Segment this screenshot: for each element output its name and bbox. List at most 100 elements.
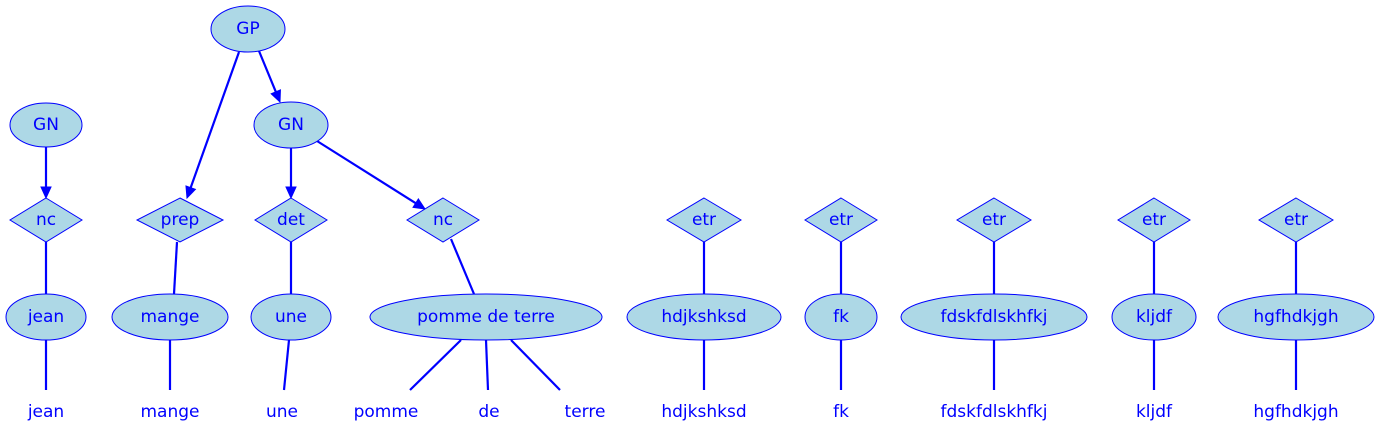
- diamond-node-shape: [406, 197, 480, 243]
- ellipse-node-shape: [111, 293, 229, 341]
- node-label: fdskfdlskhfkj: [940, 307, 1047, 327]
- node-etr1: etr: [666, 197, 742, 243]
- node-label: jean: [27, 307, 64, 327]
- node-nc2: nc: [406, 197, 480, 243]
- diamond-node-shape: [9, 197, 83, 243]
- node-label: pomme de terre: [417, 307, 555, 327]
- nodes-layer: GN nc jean GP prep mange GN det une nc pomme de te…: [5, 5, 1375, 341]
- ellipse-node-shape: [253, 101, 329, 149]
- ellipse-node-shape: [626, 293, 782, 341]
- ellipse-node-shape: [1111, 293, 1197, 341]
- node-label: det: [277, 210, 305, 230]
- edges-layer: [40, 50, 1298, 391]
- arrowhead-icon: [270, 89, 281, 104]
- edge-prep-mange_n: [172, 241, 179, 295]
- ellipse-node-shape: [804, 293, 878, 341]
- node-label: GN: [33, 115, 59, 135]
- word-de: de: [478, 402, 499, 422]
- node-etr2: etr: [804, 197, 878, 243]
- node-label: prep: [161, 210, 200, 230]
- node-gn2: GN: [253, 101, 329, 149]
- word-hdj: hdjkshksd: [661, 402, 746, 422]
- edge-gn1-nc1: [40, 147, 52, 200]
- node-label: kljdf: [1136, 307, 1173, 327]
- edge-line: [484, 339, 490, 391]
- node-label: etr: [829, 210, 853, 230]
- node-hdj_n: hdjkshksd: [626, 293, 782, 341]
- arrowhead-icon: [285, 186, 297, 200]
- word-jean: jean: [27, 402, 64, 422]
- arrowhead-icon: [412, 197, 427, 210]
- edge-gn2-nc2: [316, 140, 427, 210]
- edge-line: [189, 51, 241, 189]
- word-fk: fk: [833, 402, 849, 422]
- node-etr4: etr: [1117, 197, 1191, 243]
- node-label: GN: [278, 115, 304, 135]
- ellipse-node-shape: [5, 293, 87, 341]
- diamond-node-shape: [1117, 197, 1191, 243]
- node-gn1: GN: [9, 102, 83, 148]
- diamond-node-shape: [956, 197, 1032, 243]
- word-mange: mange: [140, 402, 199, 422]
- node-label: hgfhdkjgh: [1253, 307, 1338, 327]
- word-terre: terre: [565, 402, 606, 422]
- node-label: une: [275, 307, 307, 327]
- edge-line: [409, 339, 462, 391]
- diamond-node-shape: [804, 197, 878, 243]
- edge-line: [449, 238, 476, 295]
- ellipse-node-shape: [250, 293, 332, 341]
- edge-pdt_n-w_pomme: [409, 339, 462, 391]
- edge-line: [282, 339, 291, 391]
- node-label: hdjkshksd: [661, 307, 746, 327]
- node-label: mange: [140, 307, 199, 327]
- edge-line: [257, 50, 277, 93]
- node-klj_n: kljdf: [1111, 293, 1197, 341]
- edge-gp-gn2: [257, 50, 281, 104]
- node-det: det: [254, 197, 328, 243]
- node-label: fk: [833, 307, 849, 327]
- edge-line: [510, 339, 561, 391]
- diamond-node-shape: [1258, 197, 1334, 243]
- node-etr3: etr: [956, 197, 1032, 243]
- node-label: etr: [982, 210, 1006, 230]
- ellipse-node-shape: [9, 102, 83, 148]
- node-gp: GP: [210, 5, 286, 53]
- edge-line: [172, 241, 179, 295]
- edge-pdt_n-w_de: [484, 339, 490, 391]
- node-une_n: une: [250, 293, 332, 341]
- diamond-node-shape: [254, 197, 328, 243]
- edge-gn2-det: [285, 148, 297, 200]
- diamond-node-shape: [135, 197, 225, 243]
- words-layer: jean mange une pomme de terre hdjkshksd fk fdskf…: [27, 402, 1339, 422]
- arrowhead-icon: [185, 185, 197, 200]
- node-jean_n: jean: [5, 293, 87, 341]
- node-prep: prep: [135, 197, 225, 243]
- node-label: etr: [1284, 210, 1308, 230]
- word-fds: fdskfdlskhfkj: [940, 402, 1047, 422]
- ellipse-node-shape: [210, 5, 286, 53]
- arrowhead-icon: [40, 186, 52, 200]
- edge-gp-prep: [185, 51, 241, 200]
- edge-nc2-pdt_n: [449, 238, 476, 295]
- node-etr5: etr: [1258, 197, 1334, 243]
- ellipse-node-shape: [1217, 293, 1375, 341]
- ellipse-node-shape: [900, 293, 1088, 341]
- word-pomme: pomme: [354, 402, 419, 422]
- node-nc1: nc: [9, 197, 83, 243]
- edge-pdt_n-w_terre: [510, 339, 561, 391]
- diamond-node-shape: [666, 197, 742, 243]
- word-hgf: hgfhdkjgh: [1253, 402, 1338, 422]
- node-label: etr: [1142, 210, 1166, 230]
- node-fk_n: fk: [804, 293, 878, 341]
- node-label: nc: [36, 210, 56, 230]
- word-une: une: [266, 402, 298, 422]
- ellipse-node-shape: [369, 293, 603, 341]
- node-pdt_n: pomme de terre: [369, 293, 603, 341]
- node-mange_n: mange: [111, 293, 229, 341]
- node-label: GP: [236, 19, 259, 39]
- edge-une_n-w_une: [282, 339, 291, 391]
- node-fds_n: fdskfdlskhfkj: [900, 293, 1088, 341]
- node-label: nc: [433, 210, 453, 230]
- word-klj: kljdf: [1136, 402, 1173, 422]
